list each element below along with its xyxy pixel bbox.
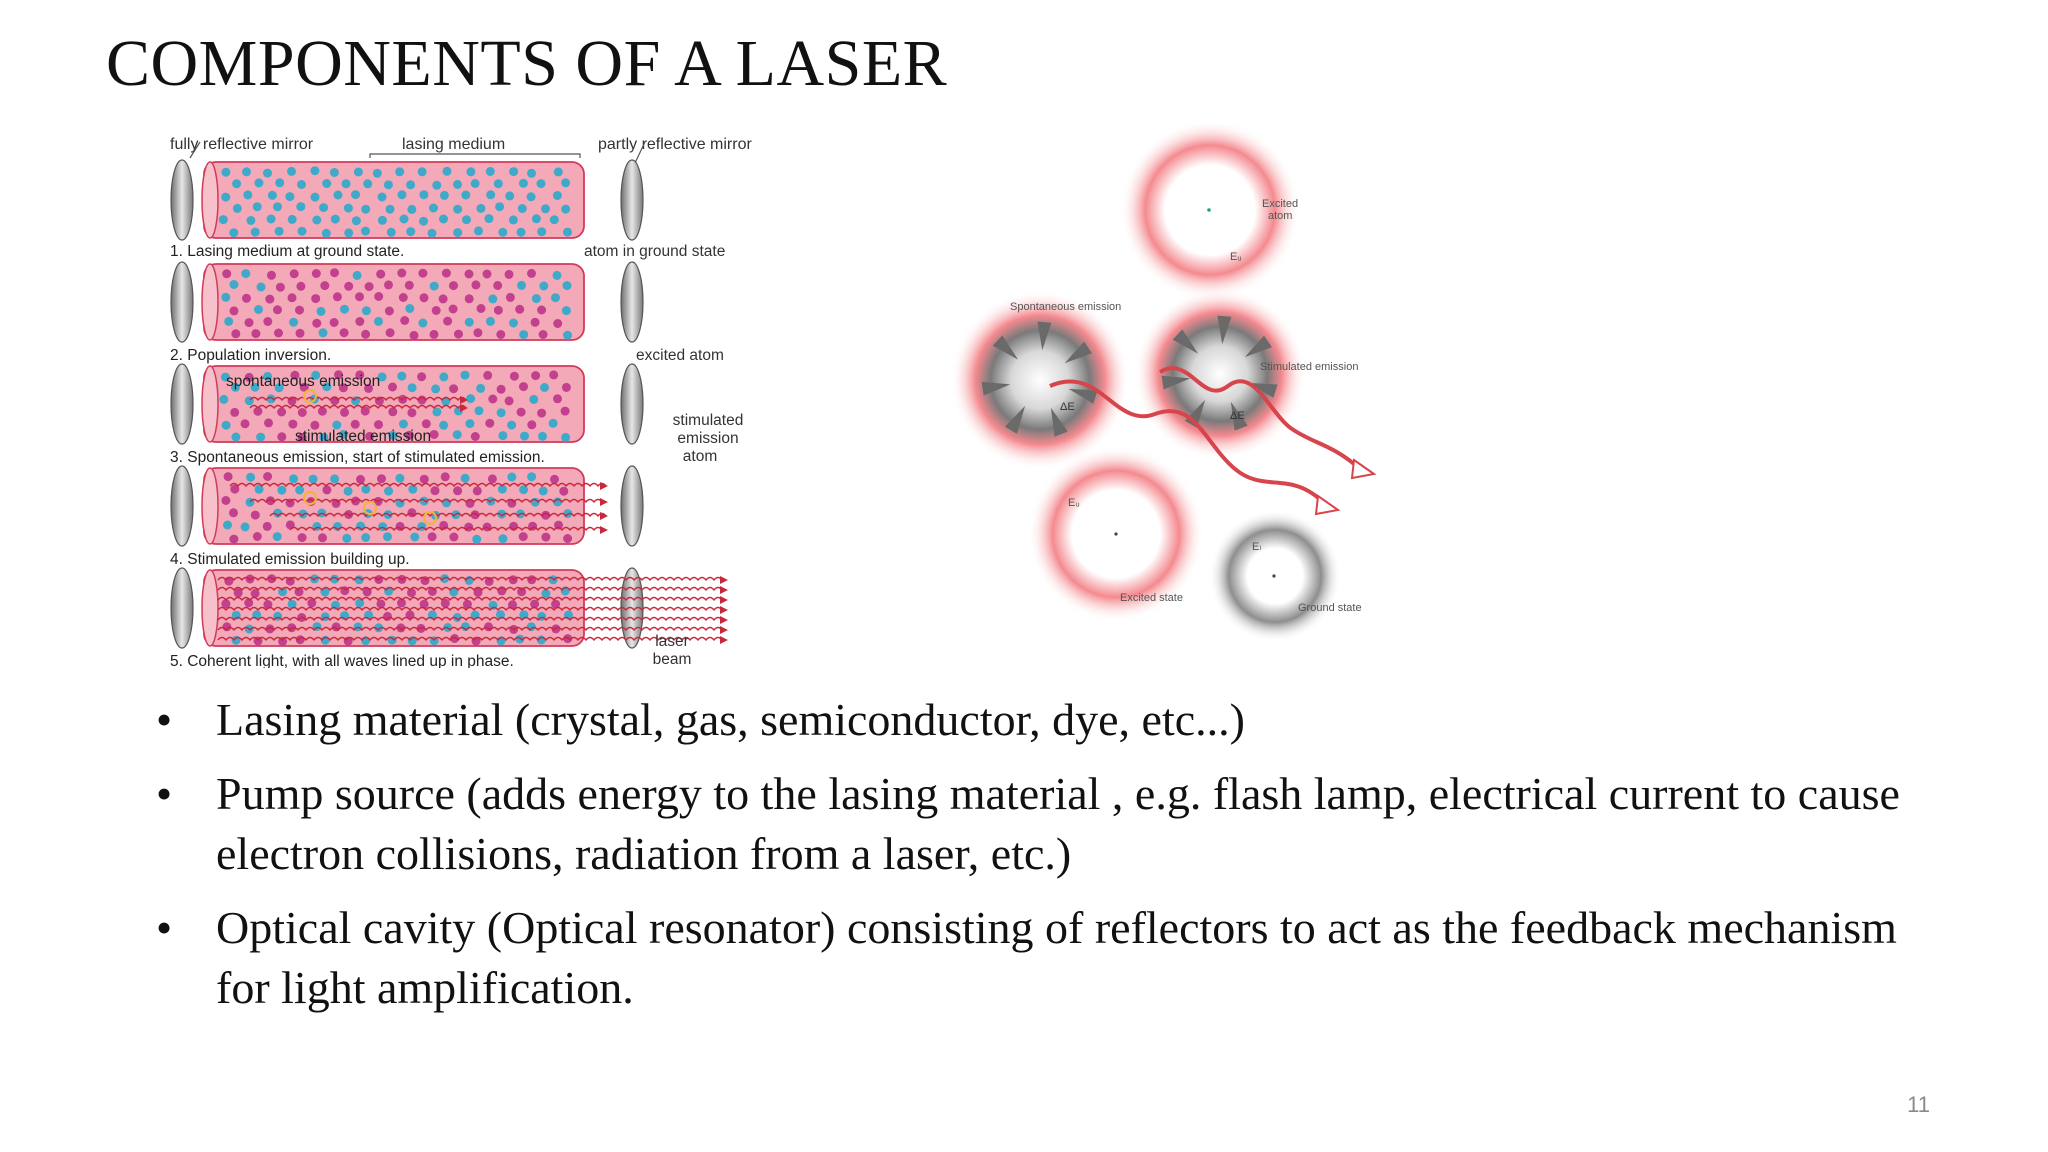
partly-reflective-mirror — [620, 465, 644, 547]
emission-atoms-diagram: Excited atom Eᵤ Spontaneous emission Sti… — [950, 124, 1377, 642]
laser-stage-5 — [170, 567, 728, 649]
label-excited-atom-1: Excited — [1262, 198, 1298, 210]
slide-title: COMPONENTS OF A LASER — [106, 27, 948, 100]
inward-arrow-icon — [1068, 388, 1098, 404]
fully-reflective-mirror — [170, 567, 194, 649]
lasing-medium-tube — [203, 161, 585, 239]
bullet-list: •Lasing material (crystal, gas, semicond… — [150, 690, 1950, 1032]
inward-arrow-icon — [1161, 375, 1191, 390]
spontaneous-atom — [950, 290, 1130, 470]
stage-3-caption: 3. Spontaneous emission, start of stimul… — [170, 449, 545, 466]
wave-stimulated — [1158, 366, 1362, 471]
partly-reflective-mirror — [620, 261, 644, 343]
laser-stage-2 — [170, 261, 644, 343]
bullet-item: •Lasing material (crystal, gas, semicond… — [156, 694, 1245, 745]
fully-reflective-mirror — [170, 363, 194, 445]
fully-reflective-mirror — [170, 261, 194, 343]
label-excited-atom-2: atom — [1268, 210, 1292, 222]
label-lasing-medium: lasing medium — [402, 136, 505, 153]
inward-arrow-icon — [1037, 321, 1052, 351]
bullet-item: •Optical cavity (Optical resonator) cons… — [156, 902, 1897, 1013]
laser-stage-3 — [170, 363, 644, 445]
excited-atom-top — [1120, 124, 1300, 300]
label-spontaneous-emission-right: Spontaneous emission — [1010, 301, 1121, 313]
label-fully-reflective-mirror: fully reflective mirror — [170, 136, 314, 153]
stage-5-caption: 5. Coherent light, with all waves lined … — [170, 653, 514, 668]
legend-stimulated-line1: stimulated — [673, 412, 744, 429]
stimulated-atom — [1134, 288, 1306, 460]
label-excited-state: Excited state — [1120, 592, 1183, 604]
lasing-medium-tube — [203, 467, 585, 545]
label-laser-beam-1: laser — [655, 633, 689, 650]
label-ground-state: Ground state — [1298, 602, 1362, 614]
legend-excited-label: excited atom — [636, 347, 724, 364]
laser-stage-1 — [170, 159, 644, 241]
inward-arrow-icon — [1004, 406, 1025, 434]
label-delta-e-left: ΔE — [1060, 401, 1075, 413]
label-stimulated-emission-right: Stimulated emission — [1260, 361, 1358, 373]
legend-ground-label: atom in ground state — [584, 243, 725, 260]
laser-stages-diagram: fully reflective mirror lasing medium pa… — [170, 136, 752, 668]
inward-arrow-icon — [981, 381, 1011, 396]
label-eu-bottom: Eᵤ — [1068, 497, 1080, 509]
fully-reflective-mirror — [170, 159, 194, 241]
label-delta-e-right: ΔE — [1230, 410, 1245, 422]
bullet-item: •Pump source (adds energy to the lasing … — [156, 768, 1900, 879]
inward-arrow-icon — [1172, 329, 1198, 354]
label-stimulated-emission: stimulated emission — [295, 428, 431, 445]
partly-reflective-mirror — [620, 363, 644, 445]
page-number: 11 — [1907, 1092, 1930, 1117]
wave-spontaneous — [1049, 379, 1327, 506]
inward-arrow-icon — [992, 335, 1018, 360]
label-spontaneous-emission: spontaneous emission — [226, 373, 380, 390]
label-laser-beam-2: beam — [653, 651, 692, 668]
label-el: Eₗ — [1252, 541, 1261, 553]
legend-stimulated-line3: atom — [683, 448, 717, 465]
inward-arrow-icon — [1244, 335, 1272, 358]
stages-group — [170, 159, 728, 649]
partly-reflective-mirror — [620, 159, 644, 241]
stage-4-caption: 4. Stimulated emission building up. — [170, 551, 410, 568]
stage-2-caption: 2. Population inversion. — [170, 347, 331, 364]
inward-arrow-icon — [1050, 407, 1068, 437]
stage-1-caption: 1. Lasing medium at ground state. — [170, 243, 404, 260]
laser-stage-4 — [170, 465, 644, 547]
label-eu-top: Eᵤ — [1230, 251, 1242, 263]
inward-arrow-icon — [1230, 401, 1248, 431]
inward-arrow-icon — [1064, 341, 1092, 364]
inward-arrow-icon — [1217, 315, 1232, 345]
fully-reflective-mirror — [170, 465, 194, 547]
label-partly-reflective-mirror: partly reflective mirror — [598, 136, 752, 153]
legend-stimulated-line2: emission — [677, 430, 738, 447]
lasing-medium-tube — [203, 263, 585, 341]
